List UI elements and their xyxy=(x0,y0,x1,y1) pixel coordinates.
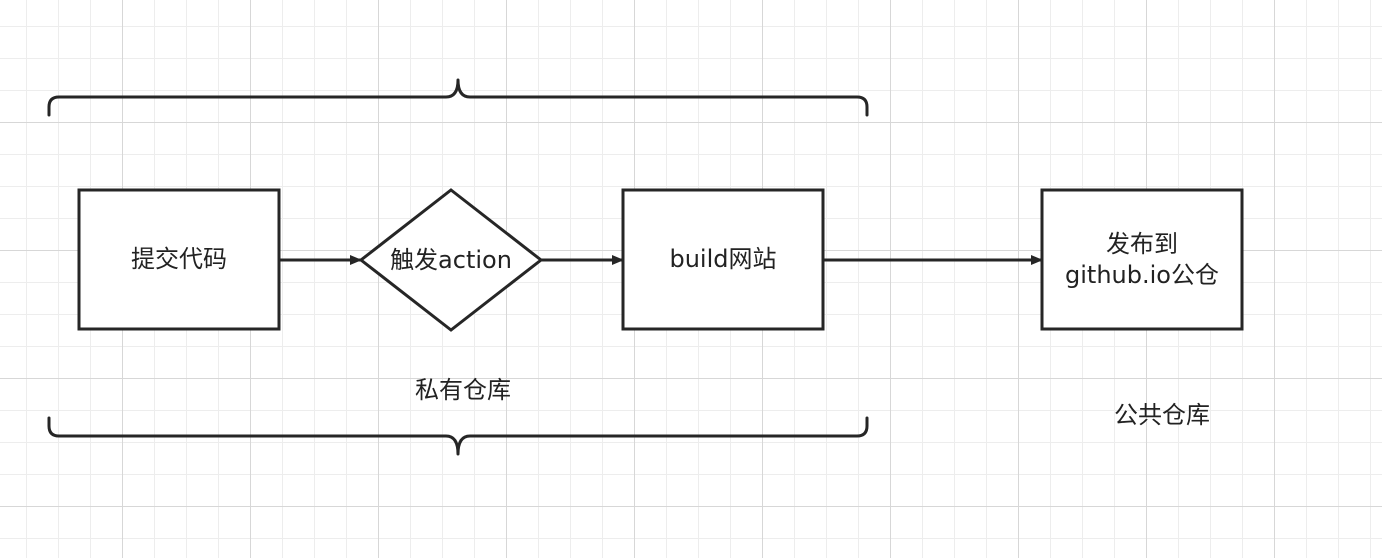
top-brace xyxy=(47,78,869,117)
private-repo-label: 私有仓库 xyxy=(363,372,563,408)
commit-label: 提交代码 xyxy=(79,190,279,329)
public-repo-label: 公共仓库 xyxy=(1062,397,1262,433)
publish-text-line2: github.io公仓 xyxy=(1065,260,1219,289)
public-repo-text: 公共仓库 xyxy=(1114,400,1210,429)
bottom-brace xyxy=(47,416,869,456)
publish-label: 发布到 github.io公仓 xyxy=(1042,190,1242,329)
build-text: build网站 xyxy=(669,245,777,273)
publish-text-stack: 发布到 github.io公仓 xyxy=(1065,229,1219,291)
build-label: build网站 xyxy=(623,190,823,329)
trigger-label: 触发action xyxy=(361,190,541,330)
trigger-text: 触发action xyxy=(390,245,512,274)
trigger-diamond[interactable] xyxy=(358,188,544,332)
private-repo-text: 私有仓库 xyxy=(415,375,511,404)
publish-text-line1: 发布到 xyxy=(1105,229,1178,258)
commit-text: 提交代码 xyxy=(131,245,227,273)
commit-box[interactable] xyxy=(77,188,281,331)
